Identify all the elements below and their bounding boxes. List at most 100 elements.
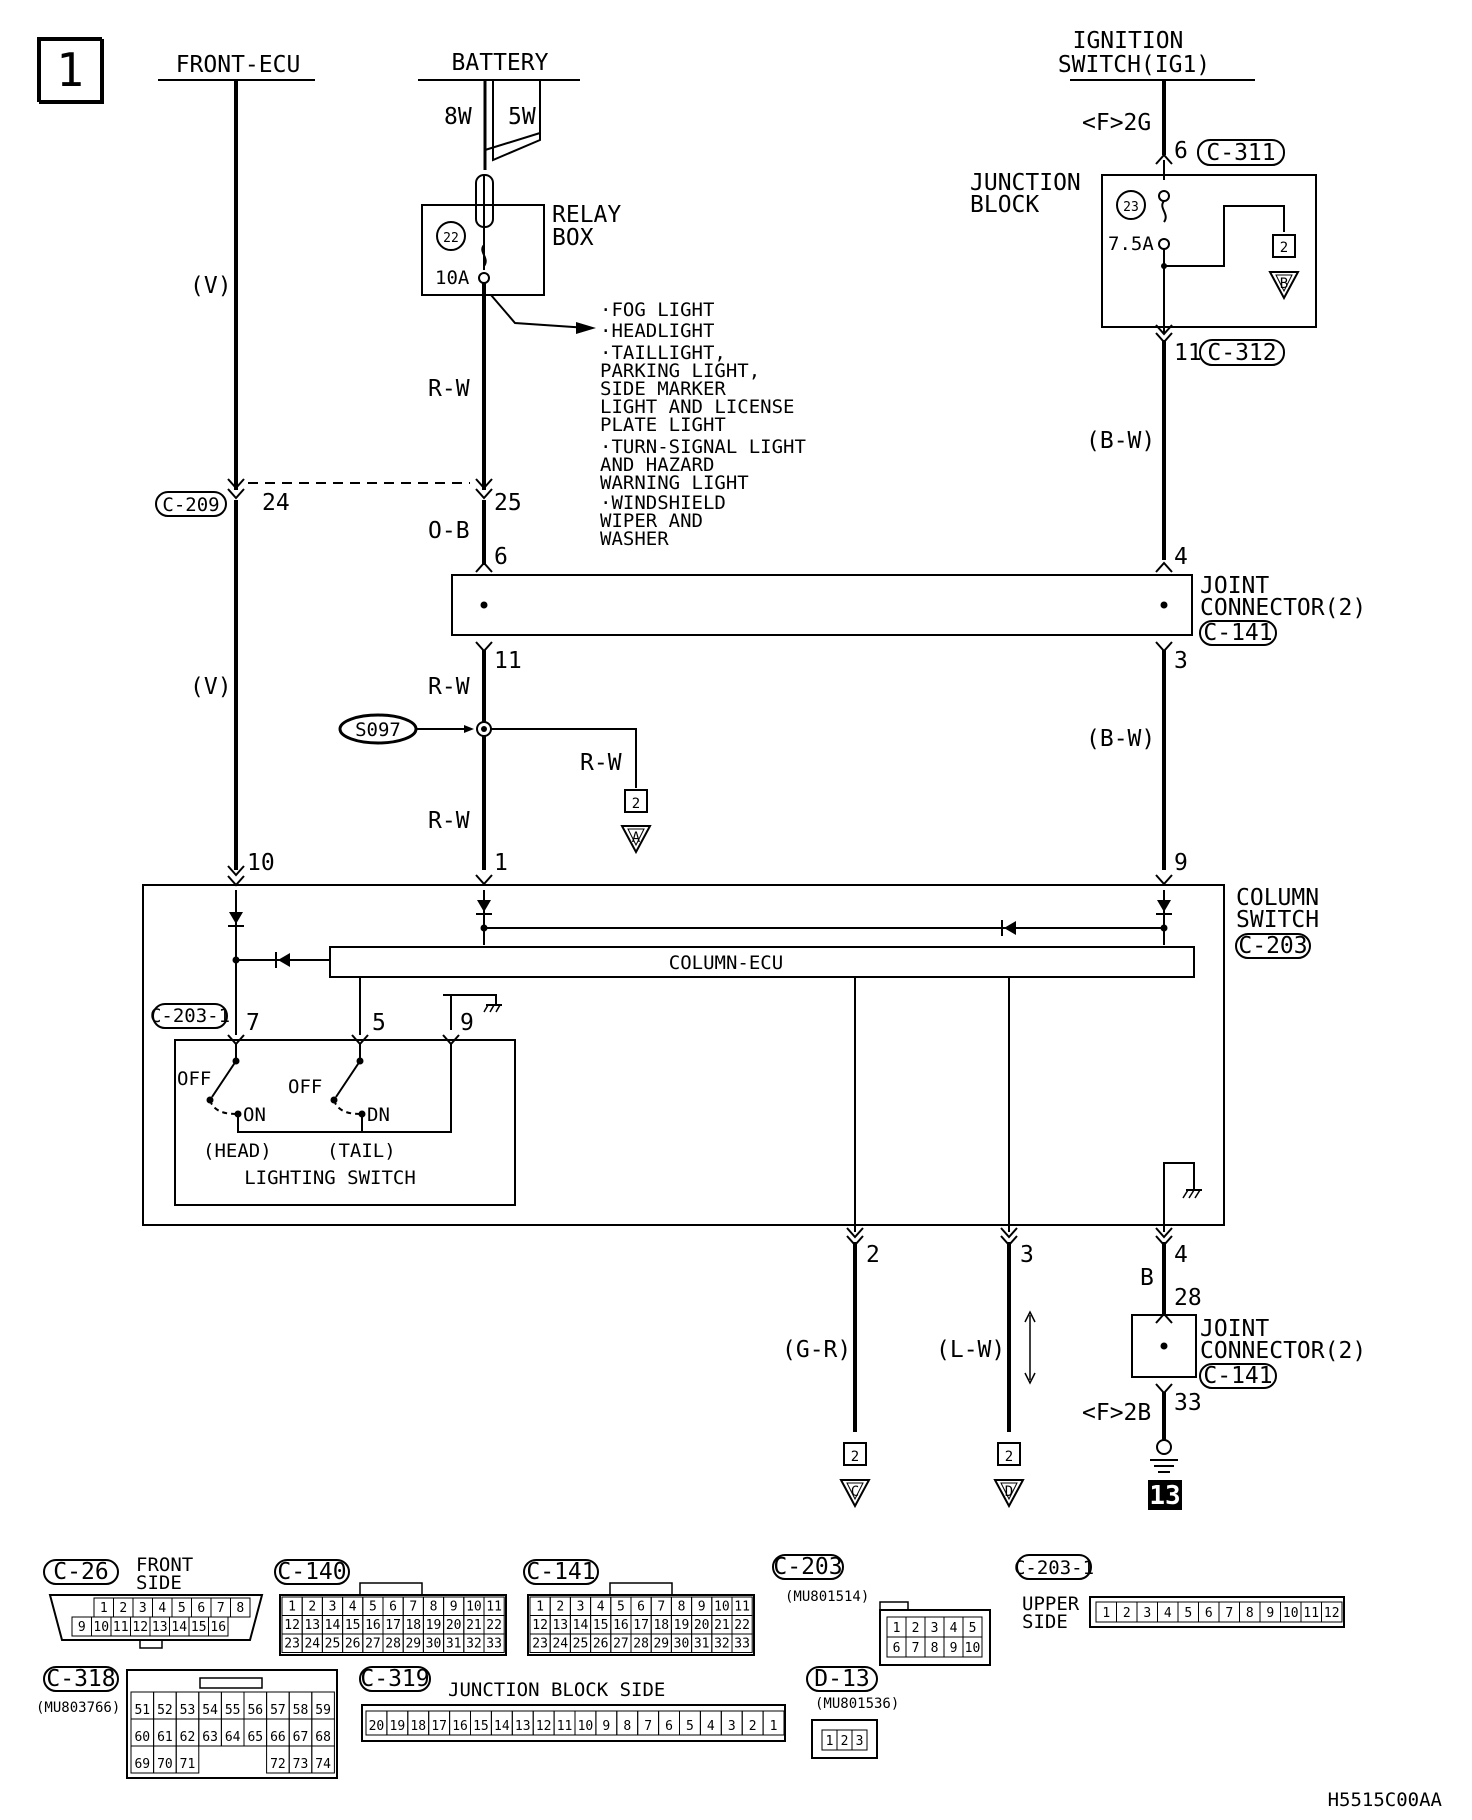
pin-number: 32 <box>714 1637 730 1652</box>
pin-number: 11 <box>1303 1606 1319 1621</box>
lighting-switch-title: LIGHTING SWITCH <box>244 1167 416 1189</box>
wire-color-v-2: (V) <box>190 674 232 700</box>
pin-number: 19 <box>390 1719 406 1734</box>
battery-feed <box>475 80 541 270</box>
wire-f2b: <F>2B <box>1082 1400 1151 1426</box>
wire-color-bw-1: (B-W) <box>1086 428 1155 454</box>
pin-cell <box>230 1597 251 1618</box>
load-0: ·FOG LIGHT <box>600 299 714 321</box>
wire-5w: 5W <box>508 104 536 130</box>
pin-number: 29 <box>405 1637 421 1652</box>
relay-box <box>421 204 545 296</box>
pin-number: 1 <box>100 1601 108 1616</box>
pin-number: 10 <box>1283 1606 1299 1621</box>
pin-number: 53 <box>180 1703 196 1718</box>
pin-cell <box>483 1633 505 1653</box>
splice-tag <box>338 713 418 745</box>
c141-id: C-141 <box>526 1559 595 1585</box>
pin-number: 19 <box>674 1618 690 1633</box>
pin-number: 5 <box>969 1621 977 1636</box>
pin-number: 1 <box>826 1734 834 1749</box>
pin-7: 7 <box>246 1010 260 1036</box>
pin-number: 14 <box>573 1618 589 1633</box>
on-head: ON <box>243 1104 266 1126</box>
pin-number: 5 <box>686 1719 694 1734</box>
pin-number: 11 <box>734 1600 750 1615</box>
pin-number: 10 <box>466 1600 482 1615</box>
pin-number: 8 <box>931 1641 939 1656</box>
pin-number: 24 <box>552 1637 568 1652</box>
ref-a-letter: A <box>632 830 641 846</box>
c26-side-2: SIDE <box>136 1572 182 1594</box>
pin-number: 1 <box>893 1621 901 1636</box>
pin-number: 16 <box>613 1618 629 1633</box>
pin-number: 20 <box>694 1618 710 1633</box>
pin-number: 1 <box>536 1600 544 1615</box>
pin-number: 31 <box>446 1637 462 1652</box>
c141-label-1: C-141 <box>1203 620 1272 646</box>
head-label: (HEAD) <box>203 1140 272 1162</box>
pin-number: 1 <box>770 1719 778 1734</box>
pin-number: 5 <box>617 1600 625 1615</box>
pin-number: 17 <box>385 1618 401 1633</box>
load-9: WARNING LIGHT <box>600 472 749 494</box>
pin-number: 56 <box>247 1703 263 1718</box>
d13-id: D-13 <box>814 1666 869 1692</box>
pin-number: 27 <box>613 1637 629 1652</box>
lighting-switch <box>174 994 516 1206</box>
column-switch-label-1: COLUMN <box>1236 885 1319 911</box>
pin-number: 26 <box>593 1637 609 1652</box>
ref-d-page: 2 <box>1005 1449 1013 1465</box>
pin-number: 10 <box>578 1719 594 1734</box>
c319-id: C-319 <box>360 1666 429 1692</box>
c2031-id: C-203-1 <box>1014 1557 1094 1579</box>
pin-number: 15 <box>593 1618 609 1633</box>
load-4: SIDE MARKER <box>600 378 726 400</box>
pin-number: 28 <box>633 1637 649 1652</box>
pin-number: 66 <box>270 1730 286 1745</box>
column-switch-label-2: SWITCH <box>1236 907 1319 933</box>
c2031-tag <box>152 1003 228 1029</box>
pin-number: 17 <box>431 1719 447 1734</box>
pin-24: 24 <box>262 490 290 516</box>
junction-block-label-1: JUNCTION <box>970 170 1081 196</box>
pin-number: 21 <box>714 1618 730 1633</box>
pin-6b: 6 <box>494 544 508 570</box>
pin-number: 23 <box>532 1637 548 1652</box>
joint-connector-bottom <box>1131 1314 1197 1510</box>
c312-label: C-312 <box>1207 340 1276 366</box>
pin-number: 8 <box>1246 1606 1254 1621</box>
battery-label: BATTERY <box>452 50 549 76</box>
page-number: 1 <box>56 43 84 97</box>
ignition-label-1: IGNITION <box>1073 28 1184 54</box>
pin-number: 7 <box>1225 1606 1233 1621</box>
pin-2: 2 <box>866 1242 880 1268</box>
load-8: AND HAZARD <box>600 454 714 476</box>
pin-number: 16 <box>365 1618 381 1633</box>
ref-b <box>1269 234 1299 299</box>
pin-number: 9 <box>78 1620 86 1635</box>
pin-number: 52 <box>157 1703 173 1718</box>
wire-rw <box>475 283 596 573</box>
pin-number: 4 <box>597 1600 605 1615</box>
relay-fuse-rating: 10A <box>435 267 470 289</box>
load-11: WIPER AND <box>600 510 703 532</box>
c141-tag-2 <box>1199 1363 1277 1389</box>
pin-number: 26 <box>345 1637 361 1652</box>
pin-number: 69 <box>134 1757 150 1772</box>
splice-label: S097 <box>355 719 401 741</box>
pin-number: 6 <box>665 1719 673 1734</box>
relay-box-label-2: BOX <box>552 225 594 251</box>
wire-v <box>227 80 245 886</box>
c26-id: C-26 <box>53 1559 108 1585</box>
pin-number: 1 <box>288 1600 296 1615</box>
junction-block-label-2: BLOCK <box>970 192 1039 218</box>
doc-code: H5515C00AA <box>1328 1789 1443 1811</box>
pin-number: 11 <box>113 1620 129 1635</box>
wire-8w: 8W <box>444 104 472 130</box>
pin-number: 7 <box>409 1600 417 1615</box>
pin-number: 65 <box>247 1730 263 1745</box>
relay-box-label-1: RELAY <box>552 202 621 228</box>
